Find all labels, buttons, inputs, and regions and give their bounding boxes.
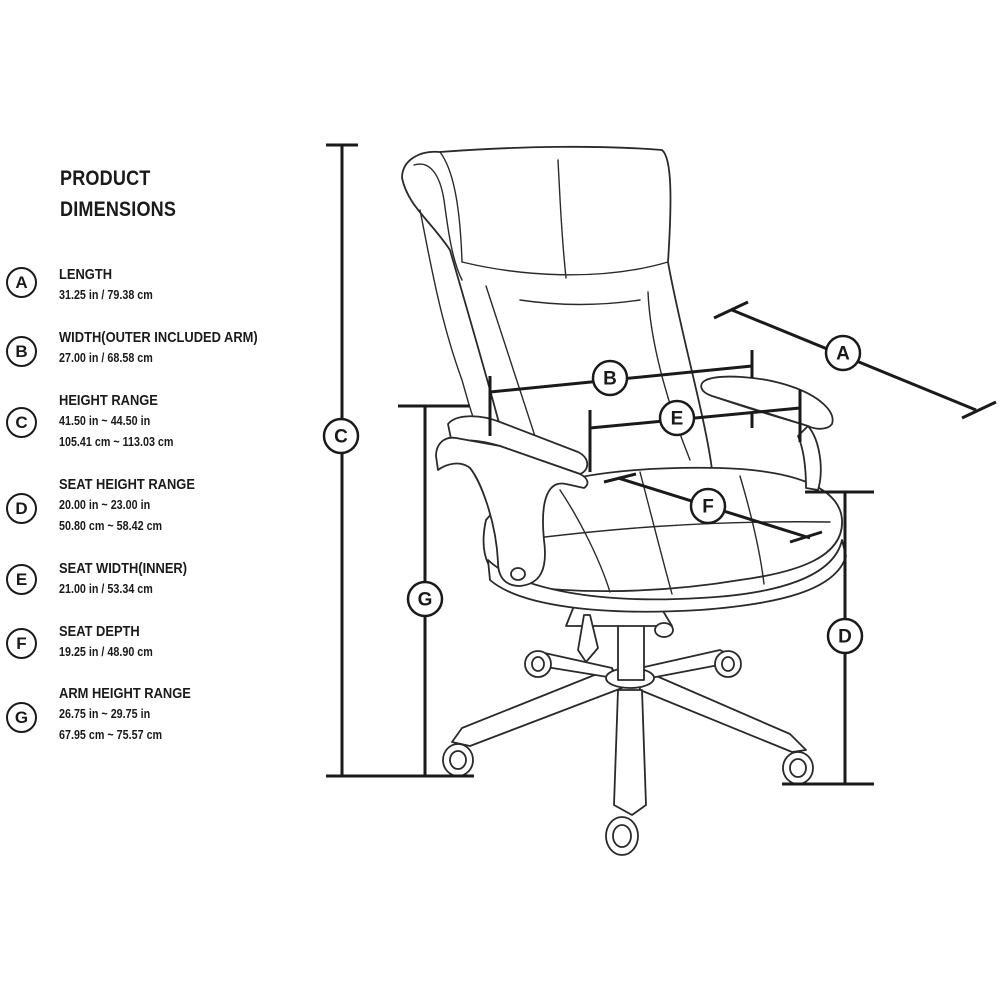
- caster-right: [782, 751, 814, 785]
- legend-value-height-cm: 105.41 cm ~ 113.03 cm: [59, 435, 174, 449]
- legend-label-length: LENGTH: [59, 266, 113, 283]
- legend-value-seat-height-cm: 50.80 cm ~ 58.42 cm: [59, 519, 163, 533]
- callout-e: E: [658, 399, 696, 437]
- callout-c: C: [322, 417, 360, 455]
- legend-value-seat-depth: 19.25 in / 48.90 cm: [59, 645, 153, 659]
- callout-b: B: [591, 359, 629, 397]
- svg-text:C: C: [334, 427, 348, 448]
- callout-g: G: [406, 580, 444, 618]
- legend-item-length: A LENGTH 31.25 in / 79.38 cm: [6, 265, 296, 329]
- svg-text:G: G: [418, 590, 433, 611]
- legend-value-seat-width: 21.00 in / 53.34 cm: [59, 582, 153, 596]
- legend-value-arm-height-cm: 67.95 cm ~ 75.57 cm: [59, 728, 163, 742]
- legend-label-width: WIDTH(OUTER INCLUDED ARM): [59, 329, 258, 346]
- legend-value-length: 31.25 in / 79.38 cm: [59, 288, 153, 302]
- chair-base: [451, 605, 807, 816]
- legend-item-seat-depth: F SEAT DEPTH 19.25 in / 48.90 cm: [6, 622, 296, 686]
- legend-label-arm-height-range: ARM HEIGHT RANGE: [59, 685, 191, 702]
- legend-value-arm-height-in: 26.75 in ~ 29.75 in: [59, 707, 151, 721]
- svg-text:E: E: [671, 409, 684, 430]
- svg-text:A: A: [836, 344, 850, 365]
- svg-text:F: F: [702, 497, 714, 518]
- legend-label-seat-depth: SEAT DEPTH: [59, 623, 140, 640]
- legend-value-seat-height-in: 20.00 in ~ 23.00 in: [59, 498, 151, 512]
- legend-label-height-range: HEIGHT RANGE: [59, 392, 158, 409]
- callout-d: D: [826, 617, 864, 655]
- callout-f: F: [689, 487, 727, 525]
- legend-label-seat-height-range: SEAT HEIGHT RANGE: [59, 476, 195, 493]
- chair-casters: [442, 650, 814, 856]
- caster-back-right: [714, 650, 742, 678]
- legend-item-arm-height-range: G ARM HEIGHT RANGE 26.75 in ~ 29.75 in 6…: [6, 684, 296, 748]
- title-line-2: DIMENSIONS: [60, 198, 177, 221]
- legend-badge-g: G: [6, 702, 37, 733]
- diagram-title: PRODUCT DIMENSIONS: [60, 163, 195, 225]
- legend-label-seat-width: SEAT WIDTH(INNER): [59, 560, 188, 577]
- legend-badge-a: A: [6, 267, 37, 298]
- legend-item-height-range: C HEIGHT RANGE 41.50 in ~ 44.50 in 105.4…: [6, 391, 296, 455]
- svg-text:B: B: [603, 369, 617, 390]
- chair-seat: [482, 466, 847, 613]
- title-line-1: PRODUCT: [60, 167, 151, 190]
- legend-item-width: B WIDTH(OUTER INCLUDED ARM) 27.00 in / 6…: [6, 328, 296, 392]
- caster-back-left: [524, 650, 552, 678]
- legend-badge-d: D: [6, 493, 37, 524]
- callout-a: A: [824, 334, 862, 372]
- legend-item-seat-width: E SEAT WIDTH(INNER) 21.00 in / 53.34 cm: [6, 559, 296, 623]
- legend-item-seat-height-range: D SEAT HEIGHT RANGE 20.00 in ~ 23.00 in …: [6, 475, 296, 539]
- legend-badge-f: F: [6, 628, 37, 659]
- legend-value-height-in: 41.50 in ~ 44.50 in: [59, 414, 151, 428]
- legend-badge-b: B: [6, 336, 37, 367]
- chair-left-armrest: [435, 415, 589, 587]
- caster-front: [605, 816, 639, 856]
- chair-backrest: [401, 145, 713, 507]
- legend-badge-e: E: [6, 564, 37, 595]
- caster-left: [442, 743, 474, 777]
- legend-value-width: 27.00 in / 68.58 cm: [59, 351, 153, 365]
- svg-text:D: D: [838, 627, 852, 648]
- legend-badge-c: C: [6, 407, 37, 438]
